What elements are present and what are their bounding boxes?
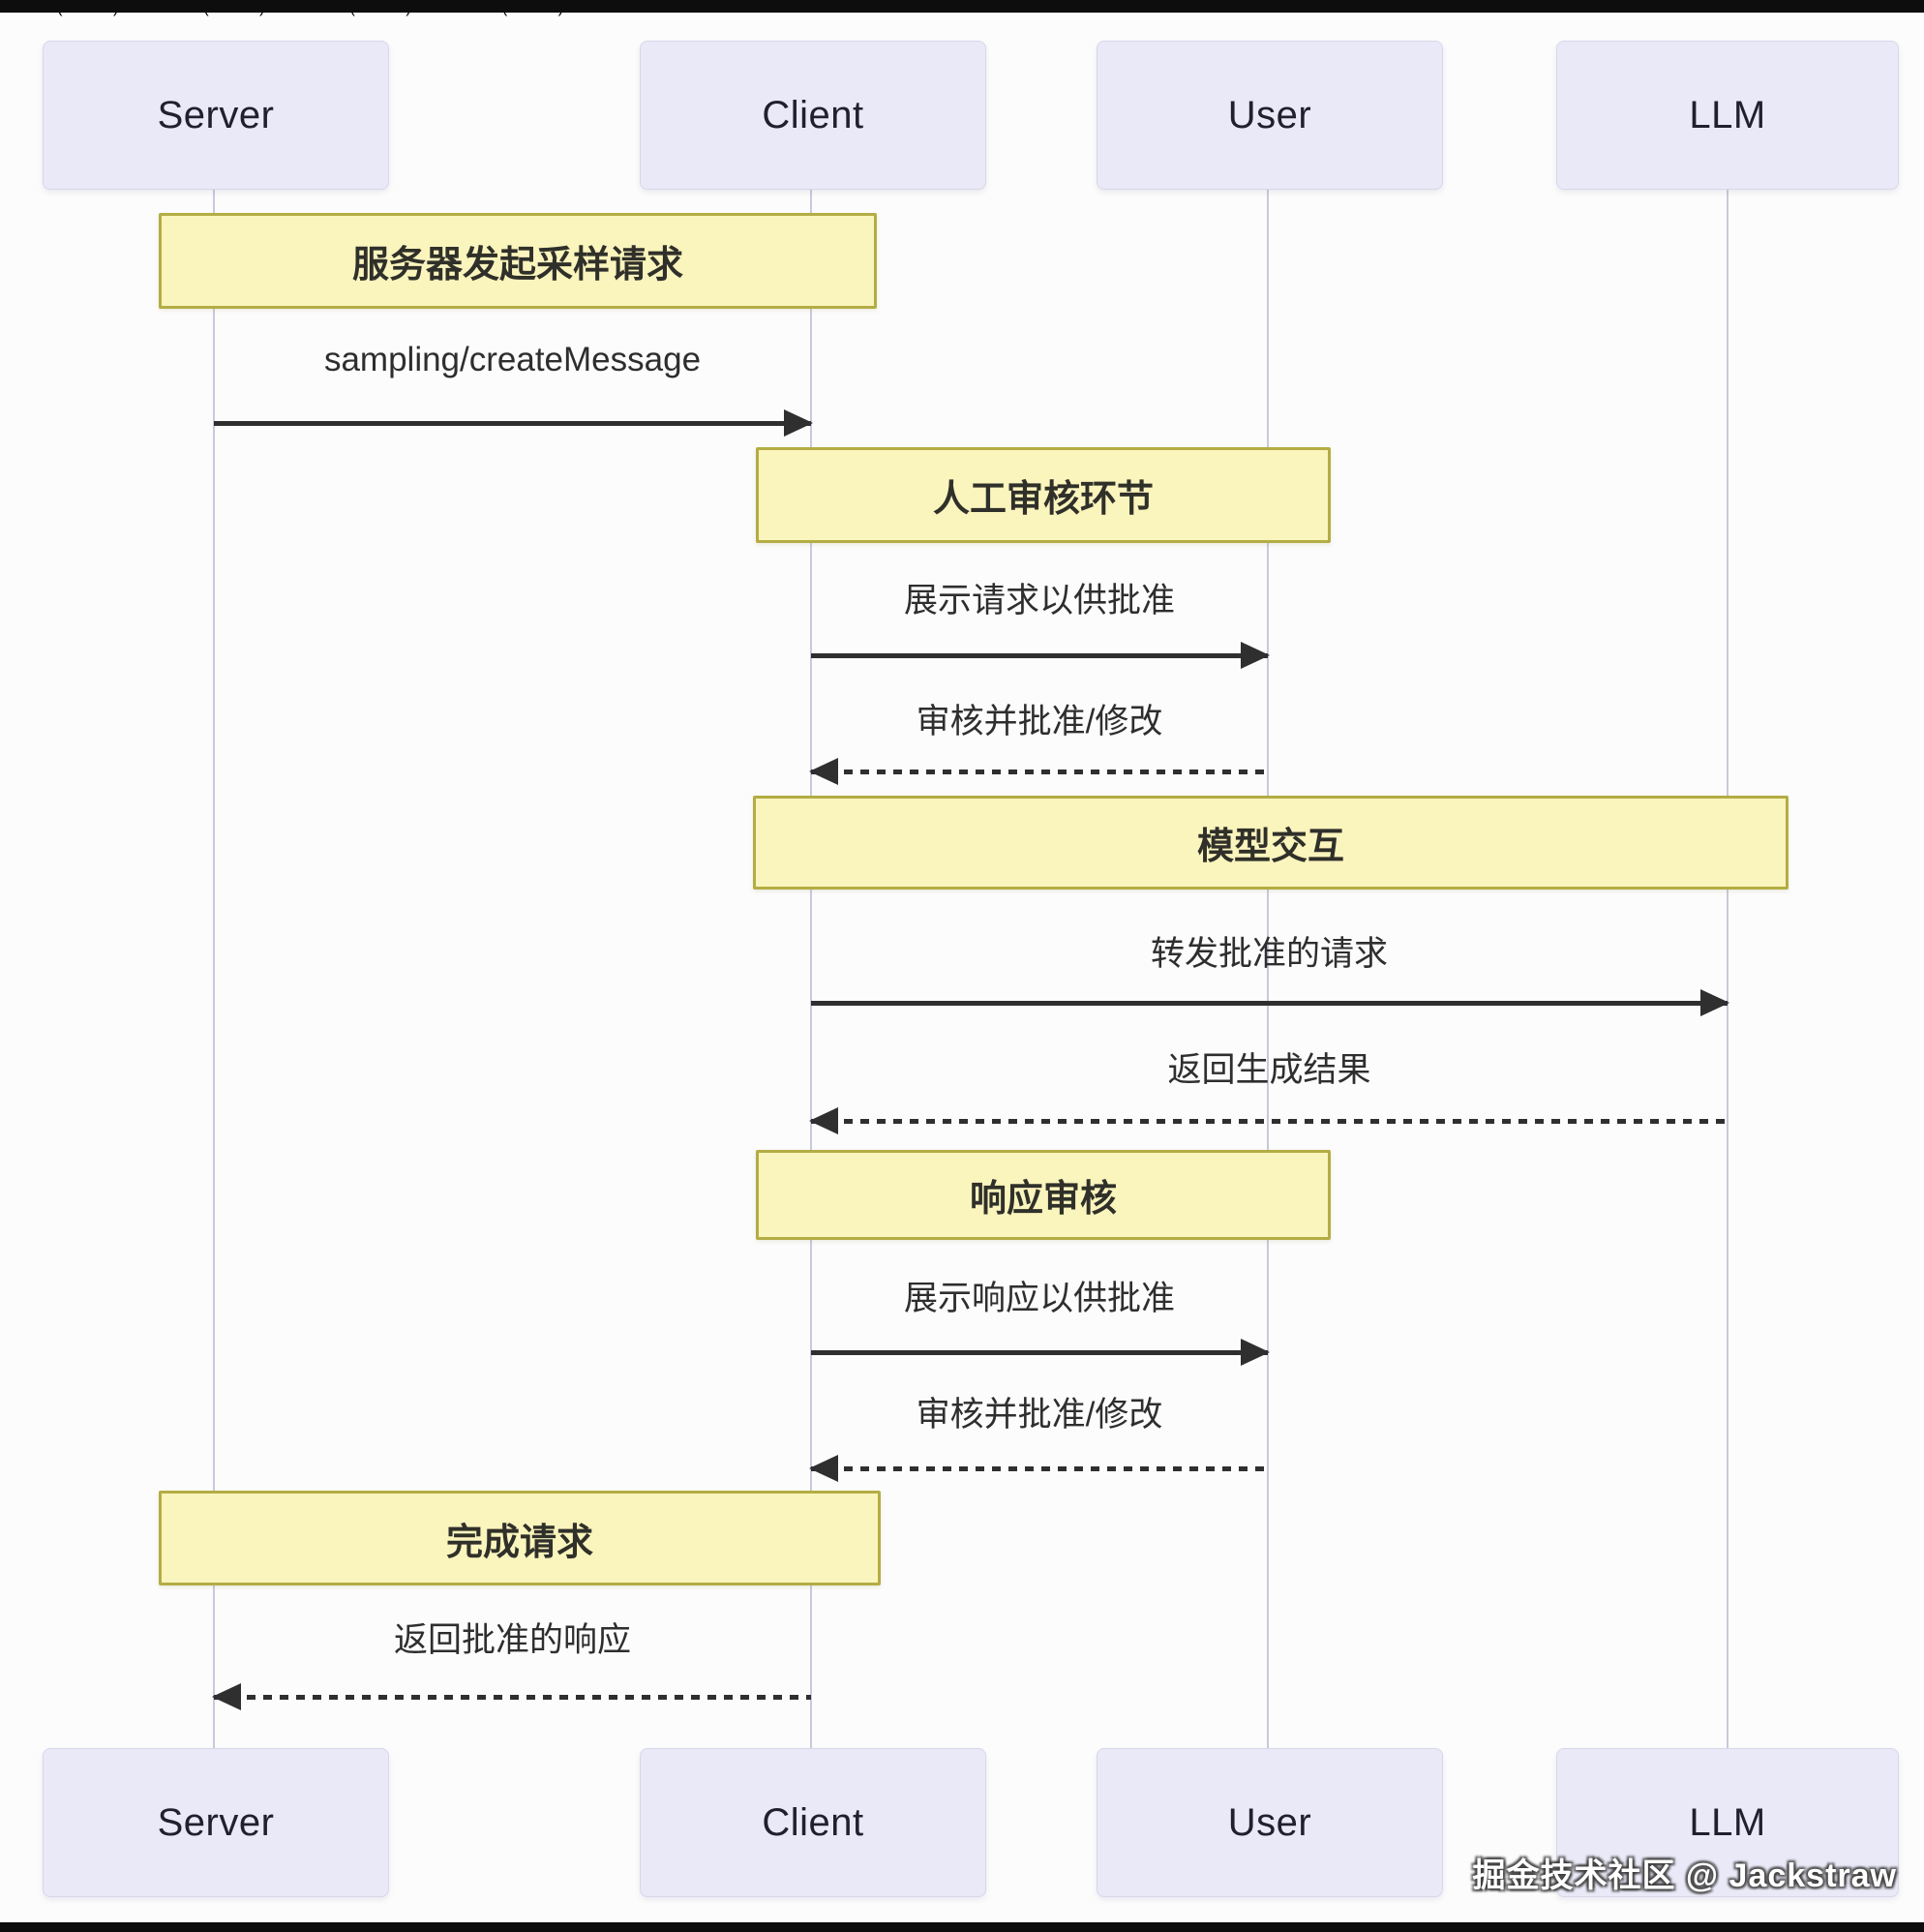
- message-arrow-user-to-client-return-2: [809, 1455, 1268, 1482]
- arrow-line: [811, 1350, 1268, 1355]
- arrow-line: [214, 1695, 811, 1700]
- message-label-sampling-createmessage: sampling/createMessage: [323, 341, 702, 378]
- arrowhead-left-icon: [809, 758, 838, 785]
- arrow-line: [811, 653, 1268, 658]
- arrowhead-right-icon: [1241, 1339, 1270, 1366]
- note-server-initiates-sampling: 服务器发起采样请求: [159, 213, 877, 309]
- arrow-line: [811, 1119, 1728, 1124]
- note-model-interaction: 模型交互: [753, 796, 1789, 890]
- arrowhead-left-icon: [809, 1455, 838, 1482]
- message-arrow-client-to-user-2: [811, 1339, 1270, 1366]
- note-human-review-step: 人工审核环节: [756, 447, 1331, 543]
- message-label-forward-approved-request: 转发批准的请求: [1150, 935, 1388, 973]
- arrow-line: [811, 1466, 1268, 1471]
- lifeline-server: [213, 188, 215, 1748]
- message-label-return-approved-response: 返回批准的响应: [393, 1621, 631, 1659]
- message-arrow-client-to-user: [811, 642, 1270, 669]
- participant-llm-top: LLM: [1556, 41, 1899, 190]
- message-label-return-generated-result: 返回生成结果: [1167, 1051, 1371, 1089]
- message-label-show-request-for-approval: 展示请求以供批准: [903, 582, 1175, 619]
- arrowhead-left-icon: [809, 1107, 838, 1134]
- lifeline-client: [810, 188, 812, 1748]
- message-label-review-approve-modify-1: 审核并批准/修改: [916, 703, 1163, 740]
- participant-client-bottom: Client: [640, 1748, 986, 1897]
- participant-user-bottom: User: [1097, 1748, 1443, 1897]
- arrowhead-right-icon: [784, 409, 813, 437]
- arrowhead-left-icon: [212, 1683, 241, 1710]
- arrow-line: [214, 421, 811, 426]
- watermark-text: 掘金技术社区 @ Jackstraw: [1472, 1857, 1897, 1894]
- message-arrow-client-to-server-return: [212, 1683, 811, 1710]
- message-label-show-response-for-approval: 展示响应以供批准: [903, 1280, 1175, 1317]
- lifeline-llm: [1727, 188, 1729, 1748]
- message-label-review-approve-modify-2: 审核并批准/修改: [916, 1396, 1163, 1434]
- message-arrow-server-to-client: [214, 409, 813, 437]
- message-arrow-client-to-llm: [811, 989, 1729, 1016]
- arrowhead-right-icon: [1700, 989, 1729, 1016]
- participant-client-top: Client: [640, 41, 986, 190]
- note-complete-request: 完成请求: [159, 1491, 881, 1585]
- message-arrow-llm-to-client-return: [809, 1107, 1728, 1134]
- lifeline-user: [1267, 188, 1269, 1748]
- top-letterbox-bar: [0, 0, 1924, 13]
- participant-llm-bottom: LLM: [1556, 1748, 1899, 1897]
- arrow-line: [811, 1001, 1728, 1006]
- arrowhead-right-icon: [1241, 642, 1270, 669]
- participant-server-top: Server: [43, 41, 389, 190]
- participant-server-bottom: Server: [43, 1748, 389, 1897]
- participant-user-top: User: [1097, 41, 1443, 190]
- arrow-line: [811, 770, 1268, 774]
- note-response-review: 响应审核: [756, 1150, 1331, 1240]
- bottom-letterbox-bar: [0, 1922, 1924, 1932]
- message-arrow-user-to-client-return: [809, 758, 1268, 785]
